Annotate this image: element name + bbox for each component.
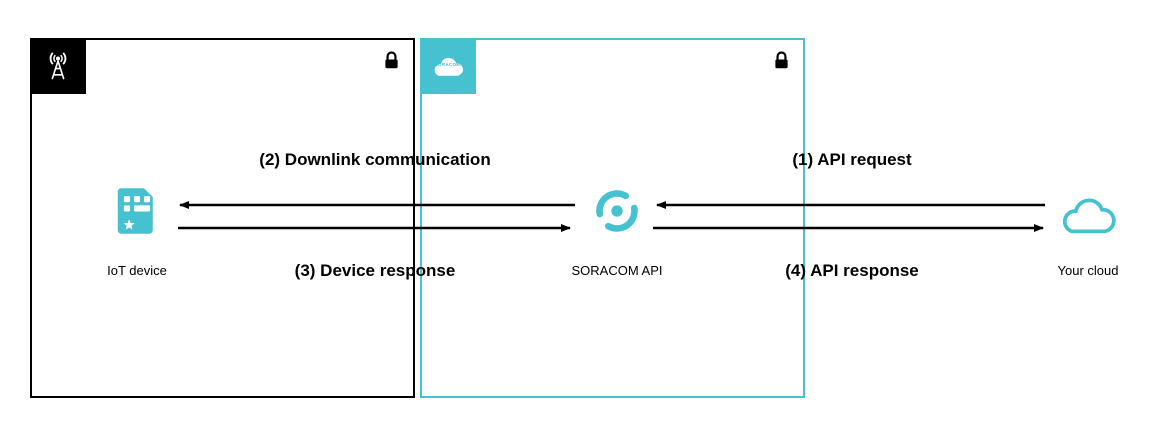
lock-icon <box>771 49 792 70</box>
your-cloud-label: Your cloud <box>1057 263 1119 278</box>
soracom-api-label: SORACOM API <box>571 263 663 278</box>
cellular-badge <box>29 37 86 94</box>
sim-card-icon <box>117 188 153 234</box>
api-request-label: (1) API request <box>792 150 912 169</box>
cellular-zone <box>29 37 415 398</box>
soracom-zone: SORACOM <box>419 37 805 398</box>
soracom-api-node <box>589 183 645 244</box>
downlink-label: (2) Downlink communication <box>259 150 491 169</box>
lock-icon <box>381 49 402 70</box>
soracom-cloud-badge: SORACOM <box>419 37 476 94</box>
your-cloud-node <box>1055 192 1121 242</box>
antenna-icon <box>49 52 66 79</box>
iot-device-node <box>109 183 165 244</box>
soracom-badge-text: SORACOM <box>434 61 461 67</box>
api-response-label: (4) API response <box>785 261 919 280</box>
device-response-label: (3) Device response <box>294 261 456 280</box>
cloud-icon <box>1062 198 1116 234</box>
iot-device-label: IoT device <box>107 263 167 278</box>
soracom-api-icon <box>596 190 638 232</box>
soracom-badge-cloud-icon <box>434 57 463 76</box>
